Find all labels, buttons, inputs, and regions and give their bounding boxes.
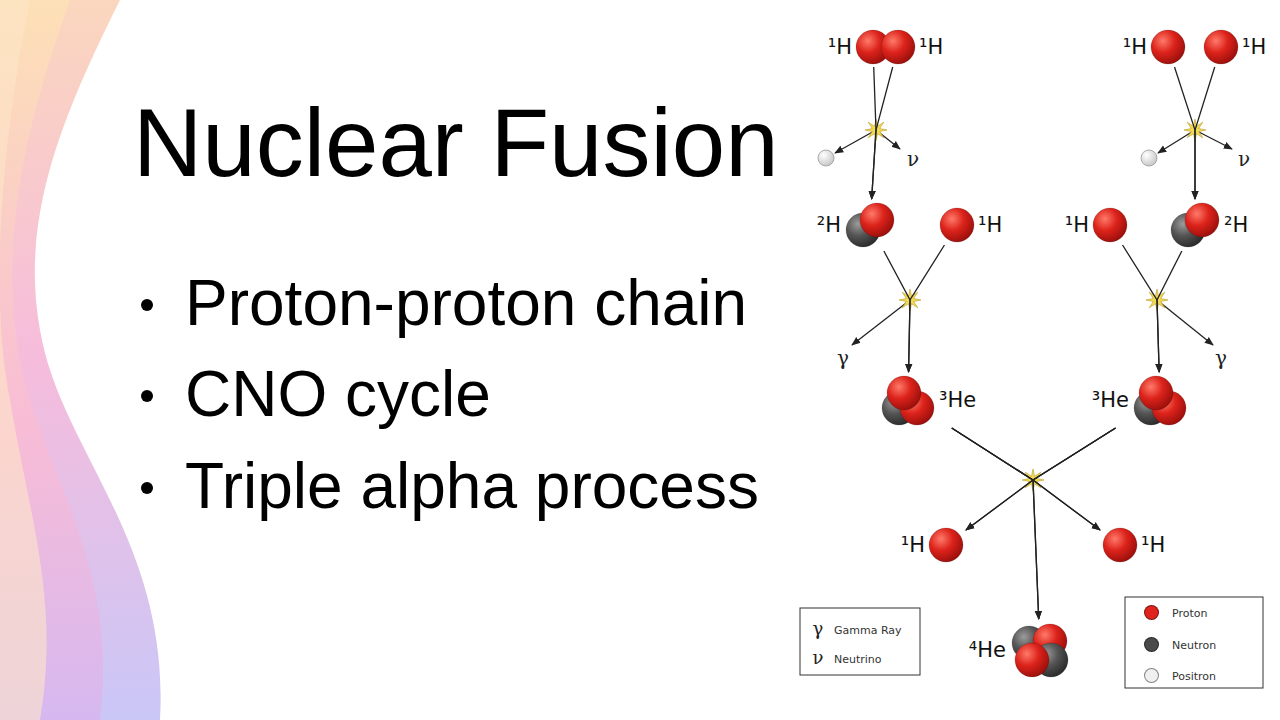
proton-ball	[860, 203, 894, 237]
legend-swatch	[1144, 668, 1159, 683]
proton-ball	[1015, 643, 1049, 677]
isotope-label: ²H	[1224, 215, 1248, 236]
particle-node: ¹H	[1203, 29, 1266, 65]
particle-node: ¹H	[1102, 527, 1165, 563]
proton-ball	[1151, 30, 1185, 64]
isotope-label: ¹H	[978, 215, 1002, 236]
gamma-symbol: γ	[837, 348, 849, 368]
particle-cluster	[880, 29, 916, 65]
bullet-item: CNO cycle	[185, 362, 491, 426]
particle-cluster	[880, 374, 936, 426]
reaction-arrow	[952, 428, 1033, 530]
neutrino-symbol: ν	[1238, 149, 1250, 169]
reaction-arrow	[1157, 251, 1182, 372]
bullet-dot	[141, 299, 153, 311]
particle-node: ¹H	[939, 207, 1002, 243]
reaction-arrow	[1175, 67, 1195, 199]
legend-text: Proton	[1172, 608, 1207, 619]
particle-cluster	[1092, 207, 1128, 243]
proton-ball	[1204, 30, 1238, 64]
bullet-item: Proton-proton chain	[185, 271, 747, 335]
particle-cluster	[1102, 527, 1138, 563]
particle-node: ¹H	[880, 29, 943, 65]
positron-ball	[818, 150, 834, 166]
proton-ball	[929, 528, 963, 562]
emission-arrows	[835, 130, 1232, 345]
particle-cluster	[1169, 201, 1221, 249]
reaction-arrow	[884, 251, 910, 372]
particle-cluster	[1132, 374, 1188, 426]
wave-band	[0, 0, 103, 720]
isotope-label: ¹H	[1123, 37, 1147, 58]
isotope-label: ¹H	[1141, 535, 1165, 556]
legend-text: Neutron	[1172, 640, 1216, 651]
proton-ball	[1139, 376, 1173, 410]
reaction-arrow	[1033, 428, 1116, 530]
isotope-label: ³He	[1092, 390, 1129, 411]
proton-ball	[887, 376, 921, 410]
proton-ball	[1185, 203, 1219, 237]
legend-swatch	[1144, 637, 1159, 652]
wave-band	[0, 0, 47, 720]
particle-node: ³He	[1092, 374, 1188, 426]
particle-cluster	[1150, 29, 1186, 65]
neutrino-symbol: ν	[907, 149, 919, 169]
legend-text: Neutrino	[834, 654, 882, 665]
gamma-symbol: γ	[1215, 348, 1227, 368]
bullet-dot	[141, 390, 153, 402]
isotope-label: ¹H	[828, 37, 852, 58]
particle-node: ²H	[817, 201, 896, 249]
particle-cluster	[844, 201, 896, 249]
positron-ball	[1141, 150, 1157, 166]
slide-title: Nuclear Fusion	[133, 95, 779, 191]
positron-arrow	[835, 130, 876, 153]
particle-cluster	[928, 527, 964, 563]
reaction-arrow	[952, 428, 1100, 530]
reaction-arrow	[952, 428, 1039, 619]
particle-node: ¹H	[1123, 29, 1186, 65]
reaction-arrow	[966, 428, 1116, 530]
particle-node: ¹H	[1065, 207, 1128, 243]
bullet-dot	[141, 482, 153, 494]
neutrino-arrow	[1195, 130, 1232, 149]
reaction-arrow	[909, 245, 945, 372]
legend-symbol: γ	[813, 620, 824, 638]
legend-symbol: ν	[813, 649, 824, 667]
gamma-arrow	[852, 300, 910, 345]
gamma-arrow	[1157, 300, 1213, 345]
legend-box	[1125, 597, 1263, 688]
isotope-label: ²H	[817, 215, 841, 236]
isotope-label: ³He	[939, 390, 976, 411]
reaction-arrow	[1033, 428, 1116, 619]
legend-box	[800, 608, 920, 675]
isotope-label: ⁴He	[969, 640, 1006, 661]
particle-node: ⁴He	[969, 621, 1071, 679]
bullet-item: Triple alpha process	[185, 454, 759, 518]
bullet-dots	[141, 299, 153, 494]
particle-node: ¹H	[901, 527, 964, 563]
reaction-arrow	[1123, 245, 1160, 372]
isotope-label: ¹H	[901, 535, 925, 556]
proton-ball	[1093, 208, 1127, 242]
isotope-label: ¹H	[1065, 215, 1089, 236]
legend-text: Positron	[1172, 671, 1216, 682]
isotope-label: ¹H	[919, 37, 943, 58]
particle-node: ²H	[1169, 201, 1248, 249]
legend-swatch	[1144, 605, 1159, 620]
particle-cluster	[1009, 621, 1071, 679]
proton-ball	[940, 208, 974, 242]
legend-text: Gamma Ray	[834, 625, 902, 636]
particle-cluster	[939, 207, 975, 243]
reaction-arrow	[1195, 67, 1215, 199]
reaction-arrow	[872, 67, 893, 199]
particle-node: ³He	[880, 374, 976, 426]
particle-cluster	[1203, 29, 1239, 65]
isotope-label: ¹H	[1242, 37, 1266, 58]
positron-arrow	[1158, 130, 1195, 153]
proton-ball	[881, 30, 915, 64]
proton-ball	[1103, 528, 1137, 562]
